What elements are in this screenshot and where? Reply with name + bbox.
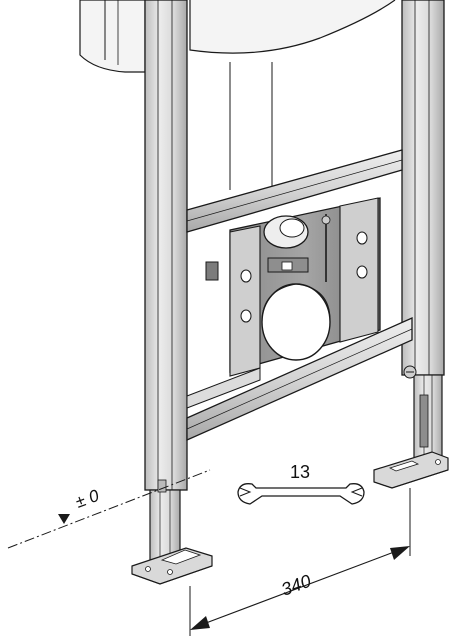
cistern bbox=[79, 0, 396, 190]
floor-level-label: ± 0 bbox=[73, 486, 102, 512]
wrench-icon bbox=[237, 483, 365, 505]
dimension-arrow-left-icon bbox=[190, 616, 210, 630]
dimension-340 bbox=[189, 488, 411, 636]
lower-crossbar bbox=[186, 316, 413, 442]
floor-level-marker-icon bbox=[58, 514, 70, 524]
mounting-plate bbox=[205, 197, 381, 377]
upper-crossbar bbox=[186, 149, 403, 233]
floor-level-line bbox=[7, 469, 211, 549]
right-post bbox=[401, 0, 445, 464]
left-post bbox=[144, 0, 188, 561]
wrench-size-label: 13 bbox=[290, 462, 310, 482]
left-foot-plate bbox=[131, 547, 213, 585]
dimension-arrow-right-icon bbox=[390, 546, 410, 560]
right-foot-plate bbox=[373, 451, 449, 489]
foot-spacing-label: 340 bbox=[279, 571, 314, 600]
